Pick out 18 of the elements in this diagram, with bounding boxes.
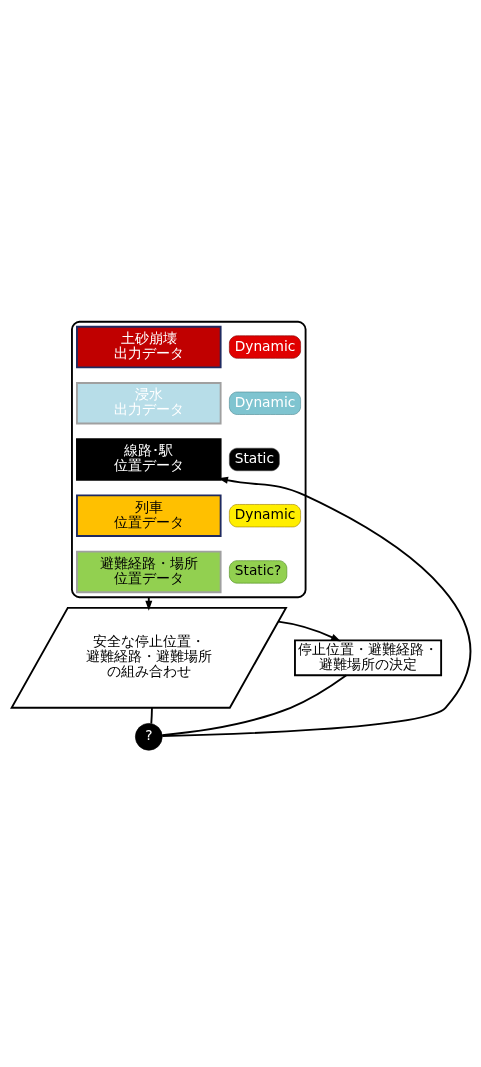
cluster (70, 320, 306, 599)
node-box: Dynamic (228, 391, 301, 415)
connector (160, 674, 347, 737)
node-box: Static (228, 447, 280, 472)
connector (149, 706, 153, 725)
node-box: 土砂崩壊出力データ (75, 325, 222, 369)
node-box: 列車位置データ (75, 494, 222, 537)
node-box: Static? (228, 560, 287, 584)
node-circle: ? (134, 723, 163, 751)
node-box: 線路･駅位置データ (75, 438, 222, 481)
node-box: 浸水出力データ (75, 382, 222, 425)
node-box: Dynamic (228, 504, 301, 528)
node-box: 避難経路・場所位置データ (75, 550, 222, 594)
node-box: Dynamic (228, 335, 301, 359)
arrow (160, 476, 471, 737)
arrow (276, 620, 341, 642)
arrow (144, 596, 152, 611)
node-box: 停止位置・避難経路・避難場所の決定 (293, 639, 442, 677)
